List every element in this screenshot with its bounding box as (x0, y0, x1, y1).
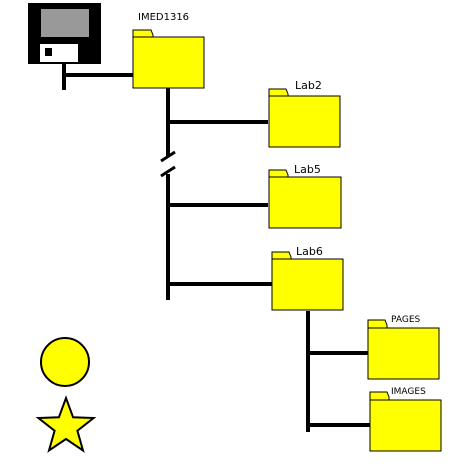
folder-label: IMAGES (391, 387, 426, 397)
folder-lab6[interactable]: Lab6 (271, 245, 344, 311)
folder-pages[interactable]: PAGES (367, 315, 440, 380)
folder-label: IMED1316 (138, 12, 189, 23)
folder-lab5[interactable]: Lab5 (268, 163, 342, 229)
connector-lines (62, 64, 370, 432)
circle-icon (40, 337, 90, 387)
star-icon (35, 395, 97, 453)
folder-label: Lab2 (295, 79, 322, 92)
folder-images[interactable]: IMAGES (369, 387, 442, 452)
folder-imed1316[interactable]: IMED1316 (132, 12, 205, 89)
folder-lab2[interactable]: Lab2 (268, 79, 341, 148)
line-break-icon (160, 150, 176, 178)
floppy-disk-icon (28, 3, 101, 64)
folder-label: Lab5 (294, 163, 321, 176)
folder-label: PAGES (391, 315, 421, 325)
folder-label: Lab6 (296, 245, 323, 258)
